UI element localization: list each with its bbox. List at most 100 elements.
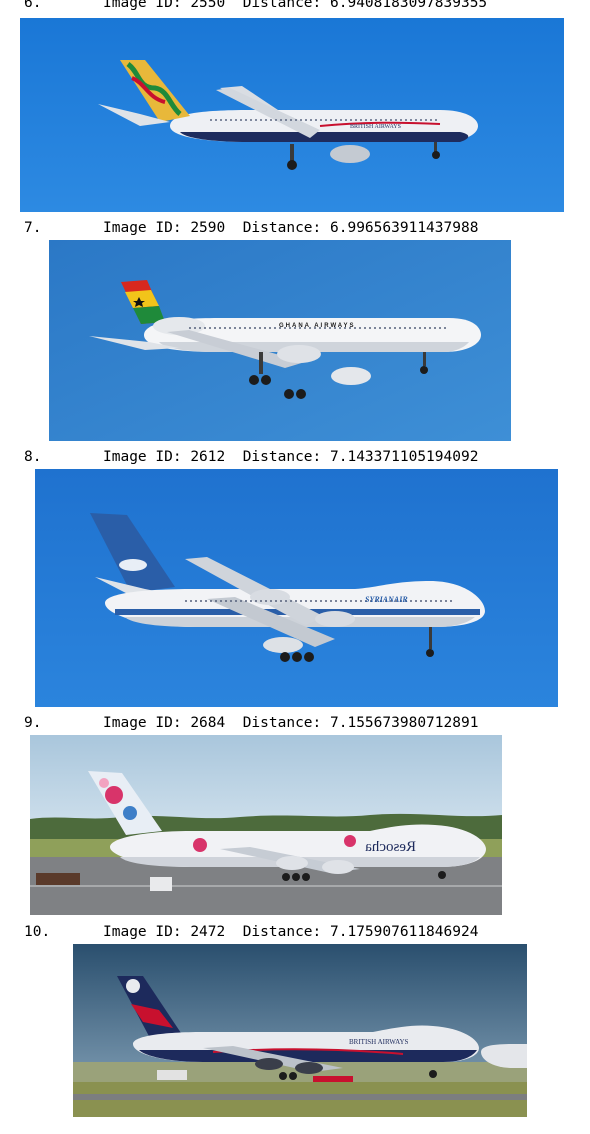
tail-art (99, 778, 109, 788)
wheel (292, 652, 302, 662)
ground-vehicle (36, 873, 80, 885)
result-meta: Image ID: 2684 Distance: 7.1556739807128… (103, 714, 478, 732)
engine (277, 345, 321, 363)
sky-background (35, 469, 558, 707)
result-caption: 7. Image ID: 2590 Distance: 6.9965639114… (0, 219, 590, 237)
wheel (261, 375, 271, 385)
result-index: 7. (24, 220, 42, 236)
near-wing (207, 597, 335, 647)
engine (315, 611, 355, 627)
far-wing (185, 557, 325, 625)
engine (250, 589, 290, 605)
result-caption: 9. Image ID: 2684 Distance: 7.1556739807… (0, 714, 590, 732)
livery-text: BRITISH AIRWAYS (350, 124, 401, 130)
result-meta: Image ID: 2472 Distance: 7.1759076118469… (103, 923, 478, 941)
image-id-label: Image ID: (103, 449, 182, 465)
image-id-label: Image ID: (103, 715, 182, 731)
tail-art (126, 62, 182, 116)
belly-stripe (180, 132, 469, 142)
fuselage (110, 824, 486, 867)
distance-label: Distance: (242, 924, 322, 940)
result-meta: Image ID: 2550 Distance: 6.9408183097839… (103, 0, 487, 12)
nose-gear (423, 352, 426, 366)
tail-art (131, 76, 166, 104)
result-image: Resocha (30, 735, 502, 915)
engine (330, 145, 370, 163)
result-caption: 6. Image ID: 2550 Distance: 6.9408183097… (0, 0, 590, 12)
ground-vehicle (313, 1076, 353, 1082)
landing-gear (259, 352, 263, 374)
image-id-value: 2590 (190, 220, 226, 236)
landing-gear (290, 144, 294, 162)
result-image: GHANA AIRWAYS (49, 240, 511, 441)
wheel (429, 1070, 437, 1078)
result-meta: Image ID: 2612 Distance: 7.1433711051940… (103, 448, 478, 466)
image-id-label: Image ID: (103, 220, 182, 236)
wheel (420, 366, 428, 374)
airplane-photo: BRITISH AIRWAYS (20, 18, 564, 212)
distance-value: 6.996563911437988 (330, 220, 479, 236)
result-index: 6. (24, 0, 42, 11)
result-image: BRITISH AIRWAYS (20, 18, 564, 212)
taxiway (73, 1094, 527, 1100)
engine (295, 1062, 323, 1074)
crest-icon (126, 979, 140, 993)
wheel (302, 873, 310, 881)
livery-text: SYRIANAIR (365, 595, 408, 604)
engine (276, 856, 308, 870)
star-icon (133, 297, 145, 307)
wheel (287, 160, 297, 170)
image-id-label: Image ID: (103, 0, 182, 11)
image-id-value: 2550 (190, 0, 226, 11)
nose-gear (429, 627, 432, 649)
wheel (284, 389, 294, 399)
image-id-value: 2472 (190, 924, 226, 940)
wheel (279, 1072, 287, 1080)
result-index: 9. (24, 715, 42, 731)
near-wing (167, 330, 305, 368)
distance-value: 7.143371105194092 (330, 449, 479, 465)
image-id-label: Image ID: (103, 924, 182, 940)
tail-art (105, 786, 123, 804)
airplane-photo: SYRIANAIR (35, 469, 558, 707)
result-index: 10. (24, 924, 51, 940)
result-caption: 8. Image ID: 2612 Distance: 7.1433711051… (0, 448, 590, 466)
ground-vehicle (157, 1070, 187, 1080)
tail-fin-red (131, 1004, 173, 1028)
distance-label: Distance: (242, 0, 322, 11)
wheel (432, 151, 440, 159)
image-id-value: 2612 (190, 449, 226, 465)
distance-label: Distance: (242, 715, 322, 731)
livery-text: GHANA AIRWAYS (279, 323, 356, 329)
distance-value: 7.155673980712891 (330, 715, 479, 731)
distance-value: 6.9408183097839355 (330, 0, 488, 11)
fuselage-art (193, 838, 207, 852)
image-id-value: 2684 (190, 715, 226, 731)
horizontal-stabilizer (89, 336, 179, 350)
distance-value: 7.175907611846924 (330, 924, 479, 940)
nose-gear (434, 142, 437, 152)
livery-text: Resocha (365, 839, 416, 855)
wheel (280, 652, 290, 662)
wheel (438, 871, 446, 879)
airplane-photo: Resocha (30, 735, 502, 915)
wheel (249, 375, 259, 385)
engine (263, 637, 303, 653)
tail-fin (90, 513, 175, 593)
belly (139, 1050, 477, 1062)
tail-fin-green (133, 306, 165, 324)
tail-logo (119, 559, 147, 571)
result-image: SYRIANAIR (35, 469, 558, 707)
livery-text: BRITISH AIRWAYS (349, 1038, 409, 1046)
airplane-photo: BRITISH AIRWAYS (73, 944, 527, 1117)
distance-label: Distance: (242, 220, 322, 236)
tail-art (123, 806, 137, 820)
distance-label: Distance: (242, 449, 322, 465)
result-index: 8. (24, 449, 42, 465)
background-aircraft (481, 1044, 527, 1068)
wheel (304, 652, 314, 662)
tail-fin-gold (125, 290, 159, 308)
near-wing (216, 88, 320, 138)
wheel (292, 873, 300, 881)
wheel (282, 873, 290, 881)
